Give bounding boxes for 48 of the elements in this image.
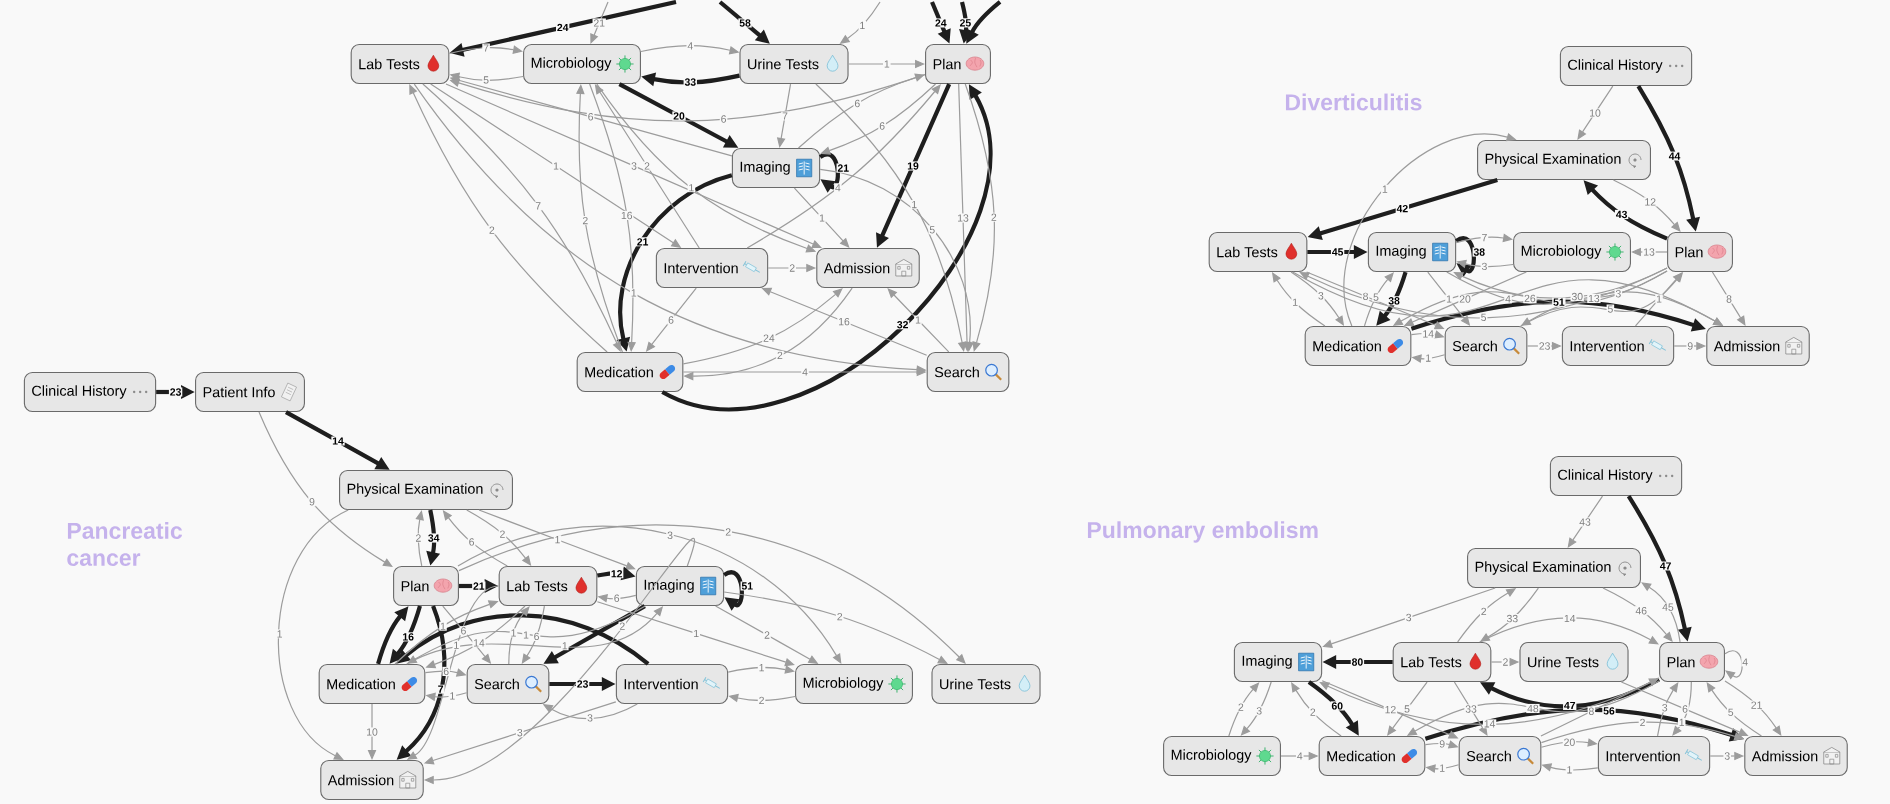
arrow bbox=[458, 524, 966, 664]
arrow bbox=[727, 665, 795, 674]
arrow bbox=[521, 605, 545, 664]
arrow bbox=[1453, 267, 1668, 299]
arrow bbox=[797, 73, 925, 149]
arrow bbox=[1711, 271, 1746, 326]
arrow bbox=[1672, 681, 1692, 736]
arrow bbox=[723, 591, 948, 664]
arrow bbox=[415, 510, 424, 567]
arrow bbox=[815, 83, 967, 352]
arrow bbox=[1453, 681, 1488, 736]
arrow bbox=[1641, 582, 1681, 643]
graph-title: Pulmonary embolism bbox=[1087, 521, 1318, 543]
arrow bbox=[508, 606, 530, 665]
arrow bbox=[1567, 495, 1604, 548]
arrow bbox=[596, 601, 795, 667]
graph-title: Pancreatic cancer bbox=[67, 522, 183, 566]
arrow bbox=[746, 84, 941, 249]
arrow bbox=[1577, 85, 1614, 140]
arrow bbox=[1455, 233, 1513, 244]
arrow bbox=[1706, 682, 1763, 737]
arrow bbox=[1228, 682, 1260, 737]
arrow bbox=[1540, 678, 1659, 737]
arrow bbox=[887, 288, 950, 353]
arrow bbox=[682, 288, 843, 365]
arrow bbox=[1634, 272, 1683, 327]
arrow bbox=[847, 59, 925, 69]
graph-title: Diverticulitis bbox=[1285, 93, 1422, 111]
arrow bbox=[277, 509, 349, 760]
arrow bbox=[1656, 682, 1679, 737]
arrow bbox=[448, 45, 523, 55]
arrow bbox=[1291, 682, 1342, 737]
loop-arrow bbox=[1724, 650, 1743, 680]
loop-arrow bbox=[819, 152, 840, 193]
arrow bbox=[1363, 272, 1394, 327]
arrow bbox=[1612, 179, 1681, 232]
arrow bbox=[590, 1, 609, 44]
arrow bbox=[445, 83, 822, 248]
arrow bbox=[1631, 247, 1668, 257]
arrow bbox=[964, 83, 995, 352]
arrow bbox=[457, 525, 842, 664]
arrow bbox=[793, 187, 850, 248]
loop-arrow bbox=[723, 570, 744, 611]
loop-arrow bbox=[1455, 236, 1476, 277]
arrow bbox=[1299, 267, 1668, 319]
arrow bbox=[1724, 680, 1782, 736]
arrow bbox=[1479, 617, 1659, 645]
arrow bbox=[1602, 587, 1673, 642]
